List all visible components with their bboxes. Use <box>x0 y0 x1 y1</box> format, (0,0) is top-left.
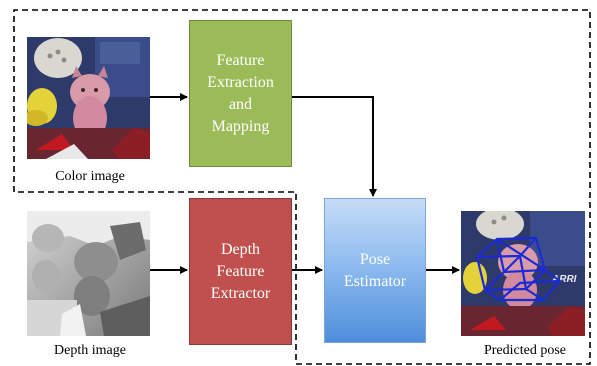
depth-feature-extractor-label: Depth Feature Extractor <box>210 240 271 302</box>
depth-image-caption: Depth image <box>54 343 126 358</box>
photo-logo-fragment: ARRI <box>551 274 577 285</box>
pose-bounding-box <box>475 236 562 302</box>
dashed-group-outline <box>13 9 591 365</box>
feature-extraction-label: Feature Extraction and Mapping <box>207 51 274 135</box>
feature-extraction-block: Feature Extraction and Mapping <box>189 20 292 167</box>
depth-image-photo <box>27 211 150 336</box>
pose-estimator-label: Pose Estimator <box>343 250 407 290</box>
depth-feature-extractor-block: Depth Feature Extractor <box>189 198 292 345</box>
pose-estimator-block: Pose Estimator <box>324 198 426 343</box>
color-image-caption: Color image <box>55 169 125 184</box>
arrow-feature-to-pose <box>292 96 377 197</box>
color-image-photo <box>27 37 150 159</box>
predicted-pose-caption: Predicted pose <box>483 343 567 358</box>
